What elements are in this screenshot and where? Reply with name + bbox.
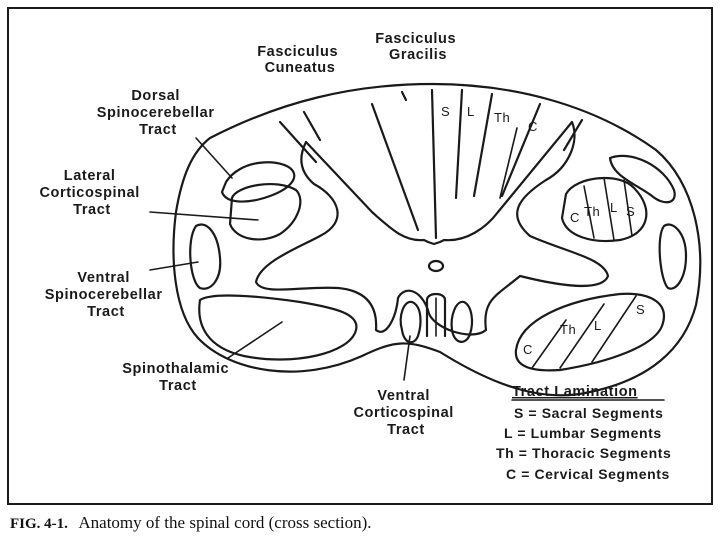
- segment-spinothalamic-l: L: [594, 318, 602, 333]
- dorsal-spinocerebellar-tract-left: [220, 161, 296, 203]
- leader-lines: [149, 127, 518, 381]
- lateral-corticospinal-tract-right: [560, 176, 648, 243]
- segment-spinothalamic-th: Th: [560, 322, 576, 337]
- grey-matter: [254, 120, 610, 336]
- dorsal-spinocerebellar-tract-right: [608, 154, 676, 204]
- label-ventral-spinocerebellar-tract: Ventral Spinocerebellar Tract: [45, 270, 167, 320]
- label-ventral-corticospinal-tract: Ventral Corticospinal Tract: [353, 388, 458, 438]
- legend-item-sacral: S = Sacral Segments: [514, 405, 664, 421]
- label-spinothalamic-tract: Spinothalamic Tract: [122, 361, 234, 394]
- segment-lateral-c: C: [570, 210, 580, 225]
- label-fasciculus-gracilis: Fasciculus Gracilis: [375, 31, 461, 63]
- ventral-median-fissure: [425, 292, 447, 338]
- segment-gracilis-l: L: [467, 104, 475, 119]
- segment-gracilis-s: S: [441, 104, 450, 119]
- lateral-corticospinal-tract-left: [228, 182, 302, 241]
- spinothalamic-tract-left: [198, 294, 358, 361]
- segment-spinothalamic-c: C: [523, 342, 533, 357]
- segment-lateral-s: S: [626, 204, 635, 219]
- dorsal-column-dividers: [278, 88, 584, 240]
- central-canal: [427, 259, 445, 273]
- label-lateral-corticospinal-tract: Lateral Corticospinal Tract: [39, 168, 144, 218]
- caption-text: Anatomy of the spinal cord (cross sectio…: [78, 513, 371, 532]
- label-dorsal-spinocerebellar-tract: Dorsal Spinocerebellar Tract: [97, 88, 219, 138]
- legend-item-lumbar: L = Lumbar Segments: [504, 425, 662, 441]
- segment-gracilis-th: Th: [494, 110, 510, 125]
- ventral-spinocerebellar-tract-left: [189, 223, 222, 290]
- legend-item-cervical: C = Cervical Segments: [506, 466, 670, 482]
- segment-gracilis-c: C: [528, 119, 538, 134]
- segment-lateral-th: Th: [584, 204, 600, 219]
- legend-item-thoracic: Th = Thoracic Segments: [496, 445, 671, 461]
- segment-lateral-l: L: [610, 200, 618, 215]
- label-fasciculus-cuneatus: Fasciculus Cuneatus: [257, 44, 343, 76]
- lateral-corticospinal-lamination: [583, 177, 633, 241]
- caption-label: FIG. 4-1.: [10, 516, 68, 532]
- ventral-corticospinal-tract-right: [450, 300, 474, 343]
- spinothalamic-tract-right: [514, 292, 665, 372]
- ventral-spinocerebellar-tract-right: [658, 223, 688, 290]
- legend-title: Tract Lamination: [512, 384, 638, 400]
- cord-outline: [172, 82, 702, 397]
- figure-frame: [7, 7, 713, 505]
- segment-spinothalamic-s: S: [636, 302, 645, 317]
- spinothalamic-lamination: [531, 295, 637, 369]
- figure-caption: FIG. 4-1. Anatomy of the spinal cord (cr…: [10, 513, 372, 532]
